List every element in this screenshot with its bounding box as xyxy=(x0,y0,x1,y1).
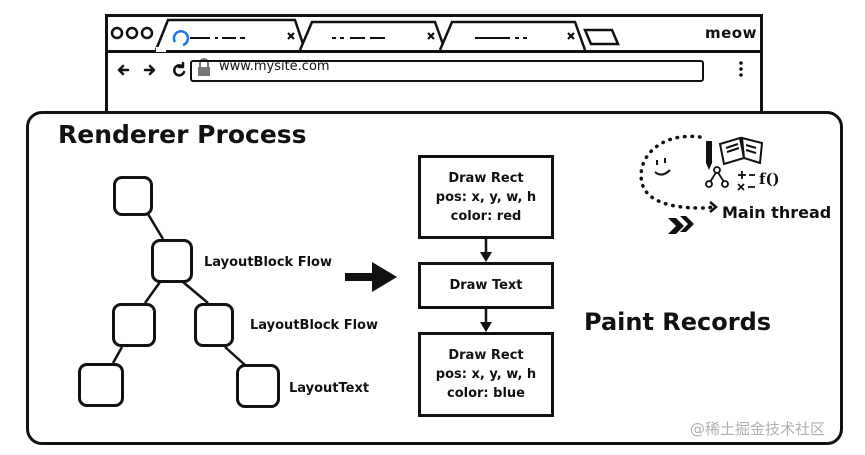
new-tab-button[interactable] xyxy=(583,28,620,46)
record-line: color: blue xyxy=(447,386,525,401)
tab-2[interactable] xyxy=(298,20,447,51)
watermark: @稀土掘金技术社区 xyxy=(690,420,826,438)
paint-record-draw-text: Draw Text xyxy=(418,262,554,309)
forward-icon[interactable] xyxy=(143,64,156,76)
book-icon xyxy=(718,136,764,166)
arrow-head xyxy=(480,322,492,332)
close-icon xyxy=(567,32,575,40)
tree-edge xyxy=(182,281,209,304)
graph-icon xyxy=(705,166,729,188)
browser-brand: meow xyxy=(705,24,757,42)
close-icon xyxy=(287,32,295,40)
paint-records-title: Paint Records xyxy=(584,308,772,336)
label-layoutblock-flow-2: LayoutBlock Flow xyxy=(250,318,378,333)
close-icon xyxy=(427,32,435,40)
paint-record-draw-rect-red: Draw Rect pos: x, y, w, h color: red xyxy=(418,155,554,239)
layout-tree-node-leaf-left xyxy=(78,363,124,407)
double-chevron-icon xyxy=(668,216,694,234)
tab-close-icons[interactable] xyxy=(287,32,575,40)
url-text[interactable]: www.mysite.com xyxy=(219,59,330,74)
record-line: Draw Rect xyxy=(448,170,524,186)
loading-spinner-icon xyxy=(172,30,190,47)
tree-edge xyxy=(146,213,165,240)
tab-bar xyxy=(105,14,763,53)
renderer-title: Renderer Process xyxy=(58,120,307,149)
back-icon[interactable] xyxy=(117,64,130,76)
record-line: color: red xyxy=(450,208,522,224)
arrow-head xyxy=(480,252,492,262)
tab-1[interactable] xyxy=(154,18,307,51)
function-icon: f() xyxy=(759,170,780,188)
face-icon xyxy=(654,158,671,176)
window-controls[interactable] xyxy=(110,26,154,40)
close-window-icon xyxy=(110,26,124,40)
math-symbols-icon xyxy=(737,171,755,191)
record-line: Draw Text xyxy=(449,278,523,293)
tree-edge xyxy=(143,281,162,304)
layout-tree-node-root xyxy=(113,176,153,216)
record-line: Draw Rect xyxy=(448,348,524,363)
transform-arrow-icon xyxy=(345,262,397,292)
maximize-window-icon xyxy=(140,26,154,40)
record-line: pos: x, y, w, h xyxy=(435,189,537,205)
label-layouttext: LayoutText xyxy=(289,381,370,396)
layout-tree-node-left xyxy=(112,303,156,347)
paint-record-draw-rect-blue: Draw Rect pos: x, y, w, h color: blue xyxy=(418,332,554,417)
minimize-window-icon xyxy=(125,26,139,40)
address-bar[interactable] xyxy=(190,60,704,82)
layout-tree-node-blockflow-1 xyxy=(151,239,193,283)
layout-tree-node-layouttext xyxy=(236,364,280,408)
tree-edge xyxy=(224,346,246,366)
pencil-icon xyxy=(706,141,712,170)
record-line: pos: x, y, w, h xyxy=(435,367,537,382)
tree-edge xyxy=(111,346,124,364)
reload-icon[interactable] xyxy=(173,61,186,77)
lock-icon xyxy=(198,58,210,76)
dotted-loop xyxy=(639,134,714,210)
chevron-right-icon xyxy=(709,201,718,213)
more-menu-icon[interactable] xyxy=(739,61,743,77)
tab-3[interactable] xyxy=(438,20,587,51)
label-layoutblock-flow-1: LayoutBlock Flow xyxy=(204,255,332,270)
layout-tree-node-blockflow-2 xyxy=(194,303,234,347)
main-thread-label: Main thread xyxy=(722,203,832,222)
